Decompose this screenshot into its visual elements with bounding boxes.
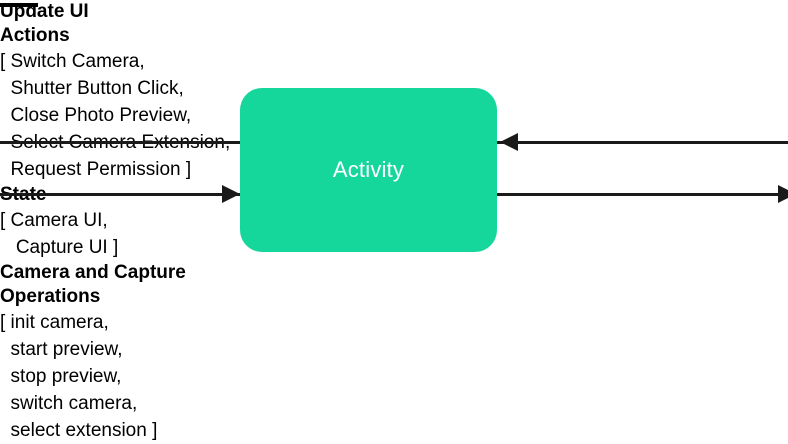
flow-label-operations-block: Camera and Capture Operations [ init cam… (0, 261, 788, 444)
flow-items-camera-capture-operations: [ init camera, start preview, stop previ… (0, 312, 158, 441)
arrowhead-state-into-activity (500, 133, 518, 151)
flow-label-camera-capture-operations: Camera and Capture Operations (0, 262, 186, 307)
clipped-top-edge-bar (0, 3, 38, 7)
flow-label-actions: Actions (0, 25, 70, 46)
flow-label-actions-block: Actions [ Switch Camera, Shutter Button … (0, 24, 788, 183)
flow-line-actions (0, 193, 245, 196)
flow-label-update-ui-block: Update UI (0, 0, 788, 24)
flow-line-update-ui (0, 141, 245, 144)
flow-label-state-block: State [ Camera UI, Capture UI ] (0, 183, 788, 261)
flow-line-camera-capture-operations (494, 193, 788, 196)
arrowhead-operations-outbound (778, 185, 788, 203)
flow-line-state (494, 141, 788, 144)
flow-items-state: [ Camera UI, Capture UI ] (0, 210, 119, 258)
node-activity-label: Activity (332, 157, 405, 182)
node-activity: Activity (240, 88, 497, 252)
arrowhead-actions-into-activity (222, 185, 240, 203)
flow-items-actions: [ Switch Camera, Shutter Button Click, C… (0, 51, 231, 180)
flow-label-update-ui: Update UI (0, 1, 89, 22)
